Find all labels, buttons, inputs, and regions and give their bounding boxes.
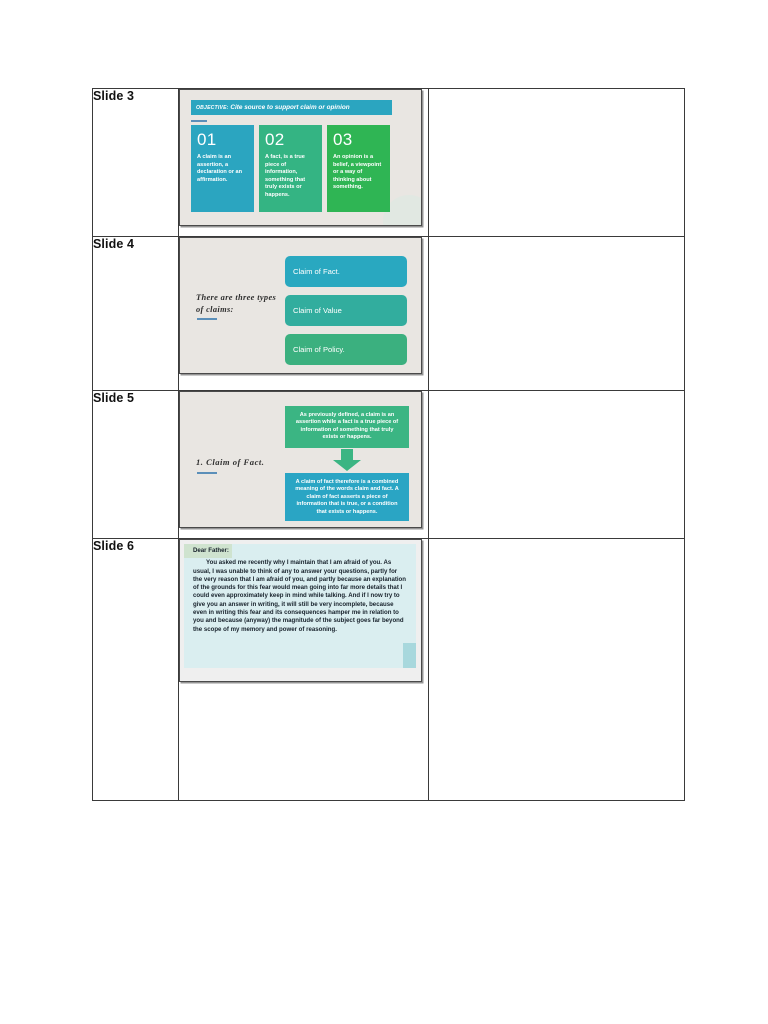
- notes-cell[interactable]: [428, 88, 685, 237]
- objective-keyword: OBJECTIVE:: [196, 105, 229, 111]
- numbered-card: 01 A claim is an assertion, a declaratio…: [191, 125, 254, 212]
- card-number: 03: [333, 130, 353, 149]
- definition-box-top: As previously defined, a claim is an ass…: [285, 406, 409, 448]
- objective-text: Cite source to support claim or opinion: [228, 104, 350, 111]
- accent-underline: [191, 120, 207, 122]
- slide-3-thumbnail[interactable]: OBJECTIVE: Cite source to support claim …: [179, 89, 422, 226]
- table-row: Slide 3 OBJECTIVE: Cite source to suppor…: [92, 88, 685, 237]
- slide-thumbnail-cell: 1. Claim of Fact. As previously defined,…: [178, 390, 429, 539]
- slide-label-cell: Slide 5: [92, 390, 179, 539]
- table-row: Slide 6 Dear Father: You asked me recent…: [92, 538, 685, 801]
- card-number: 02: [265, 130, 285, 149]
- table-row: Slide 5 1. Claim of Fact. As previously …: [92, 390, 685, 539]
- slide-notes-table: Slide 3 OBJECTIVE: Cite source to suppor…: [92, 88, 685, 801]
- card-number: 01: [197, 130, 217, 149]
- slide-label-cell: Slide 4: [92, 236, 179, 391]
- letter-panel: [184, 544, 416, 668]
- letter-salutation: Dear Father:: [193, 547, 229, 554]
- claim-of-value-chip[interactable]: Claim of Value: [285, 295, 407, 326]
- card-text: A fact, is a true piece of information, …: [265, 154, 306, 198]
- slide-thumbnail-cell: There are three types of claims: Claim o…: [178, 236, 429, 391]
- claim-of-policy-chip[interactable]: Claim of Policy.: [285, 334, 407, 365]
- numbered-cards-group: 01 A claim is an assertion, a declaratio…: [191, 125, 390, 212]
- slide-4-thumbnail[interactable]: There are three types of claims: Claim o…: [179, 237, 422, 374]
- slide-5-heading: 1. Claim of Fact.: [196, 457, 265, 467]
- notes-cell[interactable]: [428, 236, 685, 391]
- letter-corner-accent: [403, 643, 416, 668]
- claim-of-fact-chip[interactable]: Claim of Fact.: [285, 256, 407, 287]
- down-arrow-icon: [333, 449, 361, 471]
- table-row: Slide 4 There are three types of claims:…: [92, 236, 685, 391]
- letter-text-block: Dear Father: You asked me recently why I…: [193, 547, 407, 634]
- slide-label-cell: Slide 6: [92, 538, 179, 801]
- letter-header-accent: [184, 544, 232, 558]
- numbered-card: 02 A fact, is a true piece of informatio…: [259, 125, 322, 212]
- card-text: A claim is an assertion, a declaration o…: [197, 154, 243, 183]
- accent-underline: [197, 472, 217, 474]
- slide-6-thumbnail[interactable]: Dear Father: You asked me recently why I…: [179, 539, 422, 682]
- card-text: An opinion is a belief, a viewpoint or a…: [333, 154, 382, 191]
- accent-underline: [197, 318, 217, 320]
- numbered-card: 03 An opinion is a belief, a viewpoint o…: [327, 125, 390, 212]
- letter-body: You asked me recently why I maintain tha…: [193, 559, 407, 633]
- slide-5-thumbnail[interactable]: 1. Claim of Fact. As previously defined,…: [179, 391, 422, 528]
- slide-4-heading: There are three types of claims:: [196, 293, 277, 314]
- slide-thumbnail-cell: OBJECTIVE: Cite source to support claim …: [178, 88, 429, 237]
- slide-thumbnail-cell: Dear Father: You asked me recently why I…: [178, 538, 429, 801]
- definition-box-bottom: A claim of fact therefore is a combined …: [285, 473, 409, 521]
- notes-cell[interactable]: [428, 538, 685, 801]
- notes-cell[interactable]: [428, 390, 685, 539]
- claim-type-list: Claim of Fact. Claim of Value Claim of P…: [285, 256, 407, 365]
- objective-bar: OBJECTIVE: Cite source to support claim …: [191, 100, 392, 115]
- slide-label-cell: Slide 3: [92, 88, 179, 237]
